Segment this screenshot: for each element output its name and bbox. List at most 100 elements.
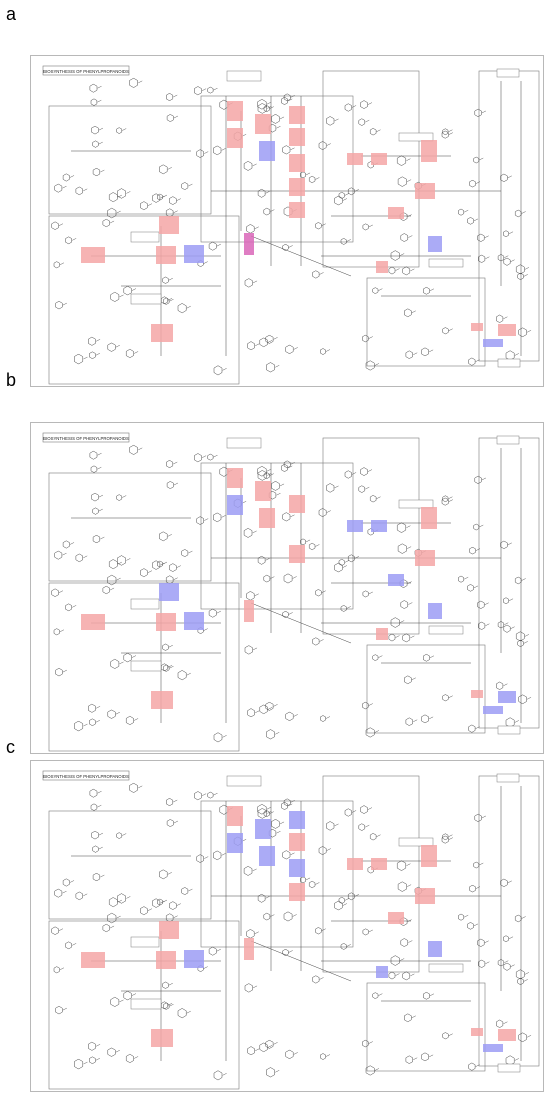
compound-bond [254,226,259,229]
enzyme-highlight-up [255,114,271,134]
compound-structure [162,643,169,651]
compound-bond [523,979,528,982]
compound-structure [312,975,320,984]
compound-structure [244,278,253,288]
compound-structure [247,708,255,718]
compound-structure [271,481,280,491]
compound-bond [109,587,115,591]
enzyme-highlight-up [259,508,275,528]
compound-structure [285,344,294,354]
compound-bond [521,211,526,214]
pathway-map-svg: BIOSYNTHESIS OF PHENYLPROPANOIDS [42,65,540,385]
compound-bond [448,496,453,499]
pathway-section-frame [366,644,486,734]
compound-structure [157,898,163,906]
compound-structure [88,336,96,346]
compound-structure [219,99,229,110]
compound-structure [140,906,148,916]
compound-bond [275,365,280,368]
compound-bond [292,576,297,579]
compound-structure [365,727,375,738]
compound-structure [263,105,270,112]
compound-structure [320,715,326,722]
compound-bond [475,886,481,889]
pathway-link-box [398,837,434,847]
compound-bond [115,345,120,348]
compound-structure [442,833,449,841]
compound-bond [479,862,484,866]
compound-bond [374,363,379,366]
compound-structure [390,955,400,966]
compound-structure [318,846,327,855]
compound-bond [96,1044,101,1047]
compound-bond [321,223,326,226]
compound-structure [477,600,485,609]
compound-structure [196,516,204,525]
compound-bond [268,707,273,710]
compound-structure [53,628,60,636]
compound-structure [194,453,202,463]
compound-structure [213,1070,223,1081]
compound-bond [473,585,479,589]
compound-bond [290,800,295,803]
compound-structure [140,201,148,211]
compound-structure [157,560,163,568]
compound-bond [162,561,168,565]
compound-bond [252,985,258,989]
pathway-section-frame [366,982,486,1072]
compound-structure [344,808,352,817]
compound-structure [159,869,168,880]
reaction-arrow [250,235,352,277]
compound-structure [326,483,335,493]
enzyme-highlight-down [227,833,243,853]
compound-structure [496,681,504,690]
compound-bond [167,665,173,668]
compound-structure [88,703,96,713]
compound-bond [204,151,209,154]
compound-bond [305,172,311,176]
compound-bond [126,896,131,899]
compound-bond [97,791,102,794]
compound-bond [413,352,418,355]
compound-bond [72,605,77,608]
enzyme-highlight-up [376,261,388,273]
compound-structure [55,1005,63,1015]
compound-structure [166,798,174,806]
enzyme-highlight-down [289,859,305,877]
enzyme-highlight-down [259,846,275,866]
compound-bond [98,846,103,850]
compound-bond [464,914,469,918]
compound-bond [288,803,293,807]
compound-structure [177,1008,187,1019]
compound-bond [408,940,413,943]
compound-bond [368,591,373,595]
compound-structure [340,943,347,950]
compound-bond [325,716,331,719]
compound-structure [263,574,271,583]
compound-bond [523,641,528,644]
compound-bond [508,936,514,939]
enzyme-highlight-up [415,550,435,566]
reaction-arrow [250,940,352,982]
pathway-link-box [130,598,160,610]
compound-structure [266,362,275,373]
compound-bond [367,102,373,105]
compound-bond [276,831,281,834]
compound-structure [421,714,429,724]
pathway-section-frame [322,437,420,635]
compound-structure [468,1062,476,1071]
compound-structure [263,472,270,479]
compound-bond [122,833,127,836]
compound-bond [254,593,259,596]
compound-structure [89,788,98,798]
compound-structure [503,624,511,633]
compound-bond [188,183,193,187]
compound-structure [65,236,72,245]
pathway-section-frame [200,95,354,243]
compound-structure [166,819,174,827]
compound-structure [315,927,322,935]
compound-structure [469,179,476,188]
enzyme-highlight-up [156,951,176,969]
compound-bond [83,1061,88,1065]
compound-structure [360,467,368,476]
